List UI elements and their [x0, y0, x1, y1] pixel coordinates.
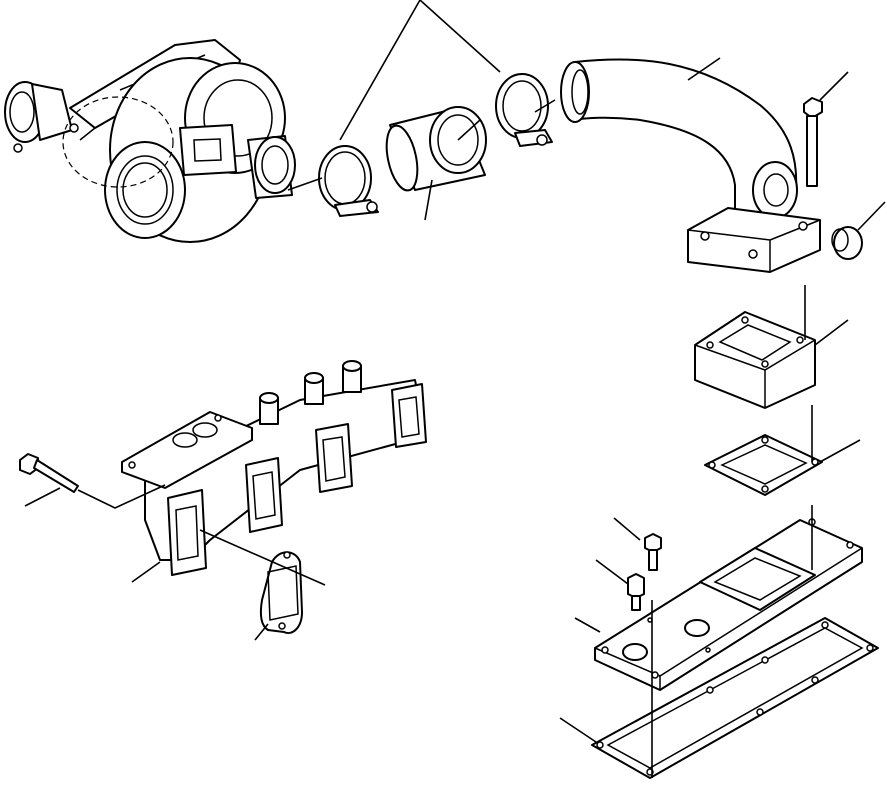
clamp-right [495, 73, 553, 147]
plug [831, 226, 863, 260]
manifold-gasket [259, 551, 303, 634]
elbow-pipe [560, 58, 821, 273]
manifold-bolt [19, 453, 79, 493]
cover-plate [594, 518, 863, 691]
spacer-block [694, 311, 816, 409]
cover-gasket [591, 617, 879, 779]
cover-stud [627, 573, 645, 611]
clamp-left [318, 145, 379, 217]
spacer-gasket [704, 434, 823, 496]
leader-lines [24, 0, 886, 778]
turbocharger [4, 39, 296, 243]
bolt-top-right [803, 97, 823, 187]
exhaust-manifold [121, 360, 427, 576]
connector-tube [385, 106, 487, 192]
cover-bolt [644, 533, 662, 571]
